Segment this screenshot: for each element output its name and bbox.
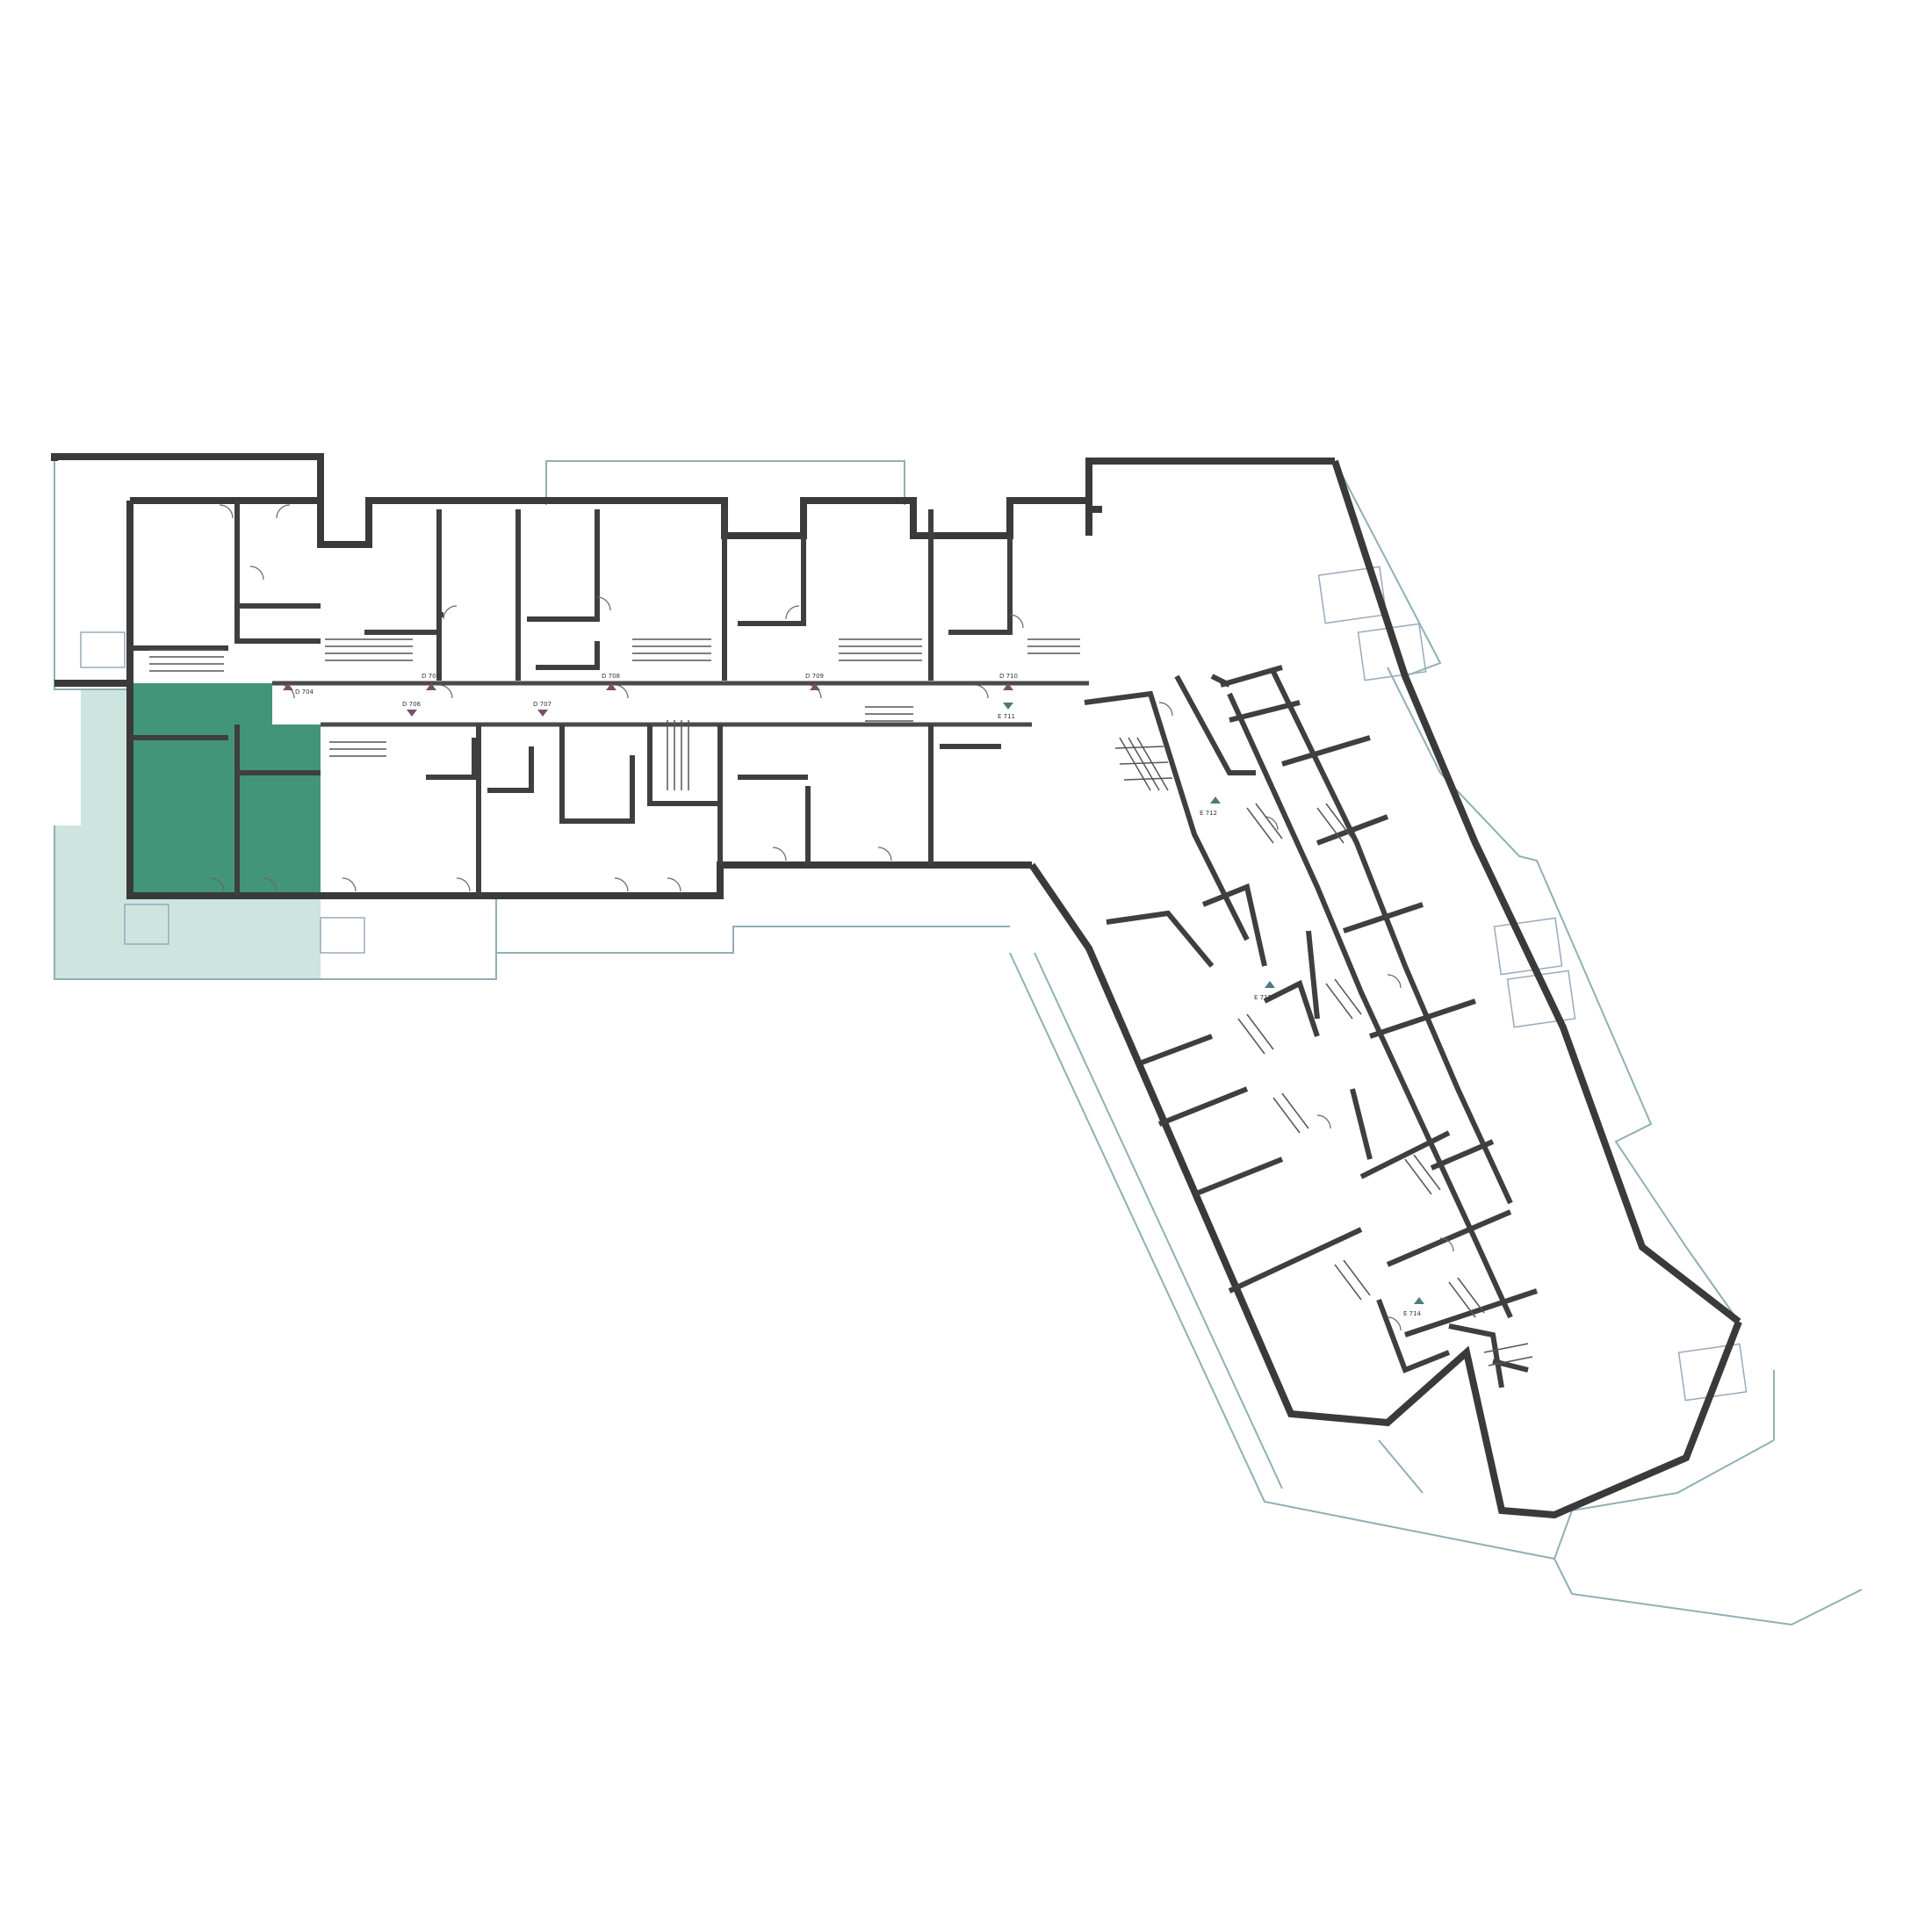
marker-e713[interactable]: E 713	[1254, 981, 1275, 1001]
svg-text:E 713: E 713	[1254, 994, 1272, 1001]
building-walls	[51, 453, 1742, 1519]
highlighted-terrace[interactable]	[54, 689, 321, 979]
door-swings	[210, 504, 1454, 1331]
terrace-outlines	[54, 460, 1863, 1626]
marker-d704[interactable]: D 704	[283, 683, 314, 696]
svg-text:D 707: D 707	[533, 701, 551, 708]
svg-text:E 712: E 712	[1200, 810, 1217, 817]
marker-e714[interactable]: E 714	[1403, 1297, 1424, 1317]
svg-text:D 704: D 704	[295, 688, 314, 696]
highlighted-apartment[interactable]	[130, 683, 321, 896]
marker-d705[interactable]: D 705	[422, 673, 440, 690]
svg-text:D 705: D 705	[422, 673, 440, 680]
svg-text:E 714: E 714	[1403, 1310, 1422, 1317]
marker-d710[interactable]: D 710	[999, 673, 1018, 690]
svg-text:E 711: E 711	[998, 713, 1015, 720]
skylights	[80, 566, 1748, 1402]
marker-d706[interactable]: D 706	[402, 701, 422, 717]
svg-text:D 709: D 709	[805, 673, 824, 680]
marker-e711[interactable]: E 711	[998, 703, 1015, 720]
marker-d708[interactable]: D 708	[602, 673, 620, 690]
svg-text:D 710: D 710	[999, 673, 1018, 680]
apartment-markers: D 704 D 705 D 706 D 707 D 708 D 709 D 71…	[283, 673, 1424, 1317]
marker-d709[interactable]: D 709	[805, 673, 824, 690]
svg-text:D 708: D 708	[602, 673, 620, 680]
stair-hatches	[149, 638, 1533, 1366]
marker-d707[interactable]: D 707	[533, 701, 551, 717]
svg-text:D 706: D 706	[402, 701, 422, 708]
marker-e712[interactable]: E 712	[1200, 797, 1221, 817]
